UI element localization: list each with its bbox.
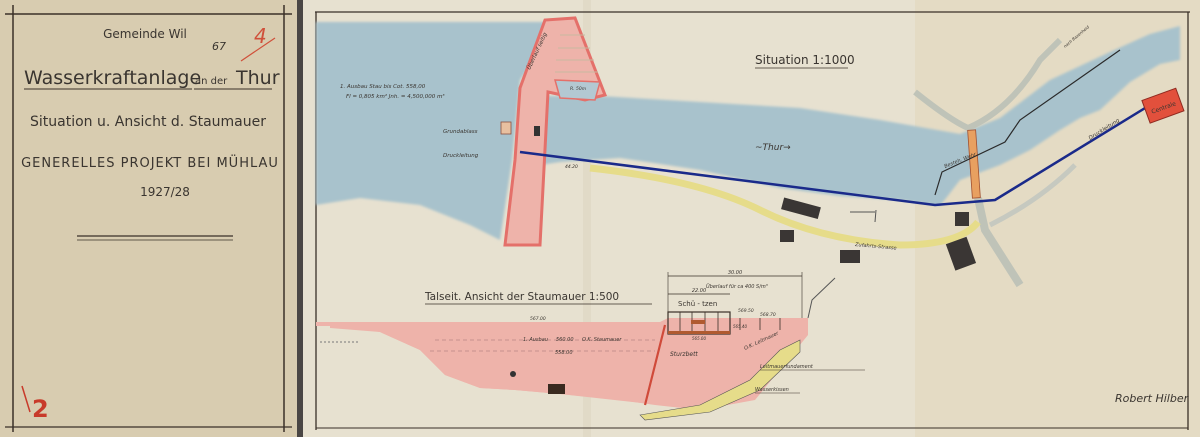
dam-joint [643, 324, 667, 406]
lower-level: 558.00 [555, 350, 573, 356]
first-stage-label: 1. Ausbau [523, 337, 548, 343]
stilling-basin [554, 79, 601, 101]
cover-panel: Gemeinde Wil 67 4 Wasserkraftanlage an d… [0, 0, 297, 437]
signature: Robert Hilber [1115, 392, 1190, 405]
dam-elevation-left-fill [330, 323, 665, 405]
level-569: 569.50 [738, 308, 754, 314]
bridge [967, 129, 981, 199]
basin-label: R. 50m [570, 86, 587, 92]
penstock-line [519, 103, 1151, 207]
dim-total: 30.00 [728, 270, 742, 276]
river-thur [540, 26, 1180, 206]
level-label: 44.20 [565, 164, 578, 170]
outlet-opening [534, 126, 540, 136]
pencil-number: 67 [212, 40, 226, 53]
title-main: Wasserkraftanlage [24, 67, 201, 89]
reservoir-note-1: 1. Ausbau Stau bis Cot. 558,00 [340, 84, 426, 90]
buildings [780, 197, 977, 271]
title-connector: an der [195, 76, 228, 87]
sluice-label: Schü - tzen [678, 300, 717, 308]
survey-mark-icon [510, 371, 516, 377]
elevation-outlet [548, 384, 565, 394]
crest-level: 567.00 [530, 316, 546, 322]
valley-slope-right [807, 277, 836, 319]
level-565: 565.00 [692, 336, 706, 341]
title-river: Thur [235, 67, 280, 89]
project-text: GENERELLES PROJEKT BEI MÜHLAU [21, 154, 279, 171]
cover-paper [0, 0, 297, 437]
river-label: ~Thur→ [755, 143, 791, 153]
main-sheet: Centrale Situation 1:1000 ~Thur→ 1. Ausb… [303, 0, 1200, 437]
level-565-4: 565.40 [733, 324, 747, 329]
penstock-label-left: Druckleitung [443, 153, 479, 159]
road-east [988, 163, 1077, 228]
municipality-text: Gemeinde Wil [103, 27, 187, 41]
plunge-rock [639, 339, 801, 421]
access-road [589, 164, 981, 249]
existing-weir-line [934, 49, 1121, 196]
powerhouse: Centrale [1141, 87, 1185, 124]
bottom-outlet-label: Grundablass [443, 129, 478, 135]
first-stage-level: 560.00 [556, 337, 574, 343]
fold-line [583, 0, 591, 437]
plunge-pool-label: Sturzbett [670, 351, 698, 358]
sheet-number: 2 [32, 395, 49, 423]
spillway-steps [555, 34, 598, 73]
level-568: 568.70 [760, 312, 776, 318]
road-south [974, 197, 1024, 288]
road-north [913, 37, 1063, 132]
first-stage-suffix: O.K. Staumauer [582, 337, 622, 343]
bottom-outlet-structure [500, 121, 512, 135]
water-cushion-label: Wasserkissen [755, 387, 789, 393]
access-road-label: Zufahrts-Strasse [854, 242, 897, 252]
elevation-title: Talseit. Ansicht der Staumauer 1:500 [424, 291, 619, 303]
overflow-label: Überlauf für ca 400 S/m³ [706, 283, 768, 290]
reservoir-note-2: Fl = 0,805 km² Jnh. = 4,500,000 m³ [346, 93, 445, 100]
guide-wall-foundation: Leitmauerfundament [760, 364, 814, 370]
situation-title: Situation 1:1000 [755, 53, 855, 67]
red-stroke [240, 37, 276, 62]
year-text: 1927/28 [140, 185, 190, 199]
reservoir-water [316, 22, 560, 240]
dim-sluice: 22.00 [692, 288, 706, 294]
subtitle-text: Situation u. Ansicht d. Staumauer [30, 114, 266, 130]
red-number: 4 [254, 24, 267, 48]
